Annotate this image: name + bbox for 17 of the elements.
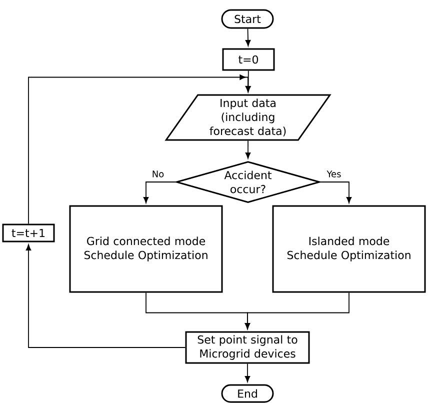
arrow: [320, 182, 352, 204]
process-box: Set point signal to Microgrid devices: [185, 331, 310, 364]
arrow: [28, 74, 251, 224]
process-box: Grid connected mode Schedule Optimization: [69, 205, 223, 293]
process-box: t=0: [222, 48, 275, 71]
arrow: [244, 292, 350, 330]
edge-label: No: [150, 170, 166, 178]
terminal: Start: [221, 9, 274, 29]
terminal: End: [221, 384, 274, 403]
arrow: [26, 244, 186, 348]
arrow: [245, 28, 251, 46]
process-box: t=t+1: [2, 224, 55, 242]
arrow: [143, 182, 176, 204]
process-box: Islanded mode Schedule Optimization: [272, 205, 426, 293]
edge-label: Yes: [326, 170, 342, 178]
arrow: [245, 140, 251, 159]
arrow: [244, 363, 250, 382]
